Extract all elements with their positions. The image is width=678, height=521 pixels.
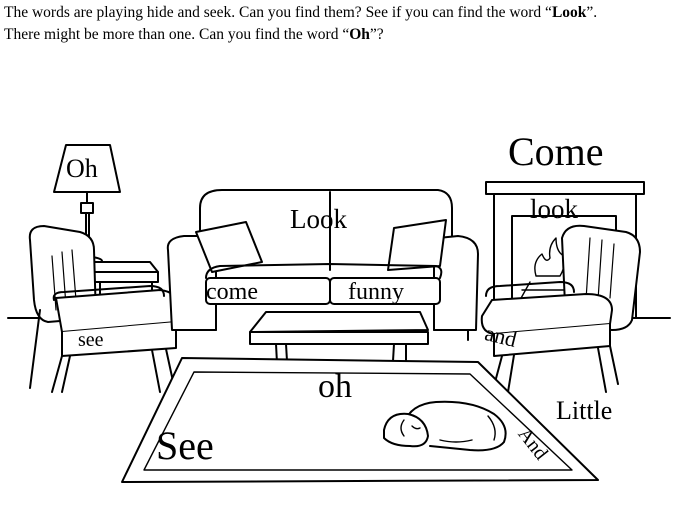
- hidden-word-funny: funny: [348, 279, 404, 305]
- hidden-word-oh-lamp: Oh: [66, 154, 98, 183]
- instruction-line-2: There might be more than one. Can you fi…: [4, 26, 384, 43]
- highlight-oh: Oh: [349, 26, 370, 43]
- instruction-line-1: The words are playing hide and seek. Can…: [4, 4, 598, 21]
- left-armchair-illustration: [28, 225, 179, 393]
- hidden-word-see-chair: see: [78, 329, 104, 351]
- hidden-word-look-sofa: Look: [290, 204, 347, 234]
- highlight-look: Look: [551, 4, 587, 21]
- instructions: The words are playing hide and seek. Can…: [4, 2, 674, 46]
- right-armchair-illustration: [480, 224, 641, 393]
- hidden-word-see-rug: See: [156, 423, 214, 468]
- hidden-word-come-big: Come: [508, 129, 604, 174]
- hidden-word-come-cushion: come: [206, 279, 258, 305]
- hidden-word-little: Little: [556, 396, 613, 425]
- sofa-illustration: [166, 189, 479, 341]
- hidden-word-oh-rug: oh: [318, 368, 352, 405]
- hidden-word-look-fireplace: look: [530, 194, 579, 224]
- sleeping-dog-illustration: [383, 400, 507, 452]
